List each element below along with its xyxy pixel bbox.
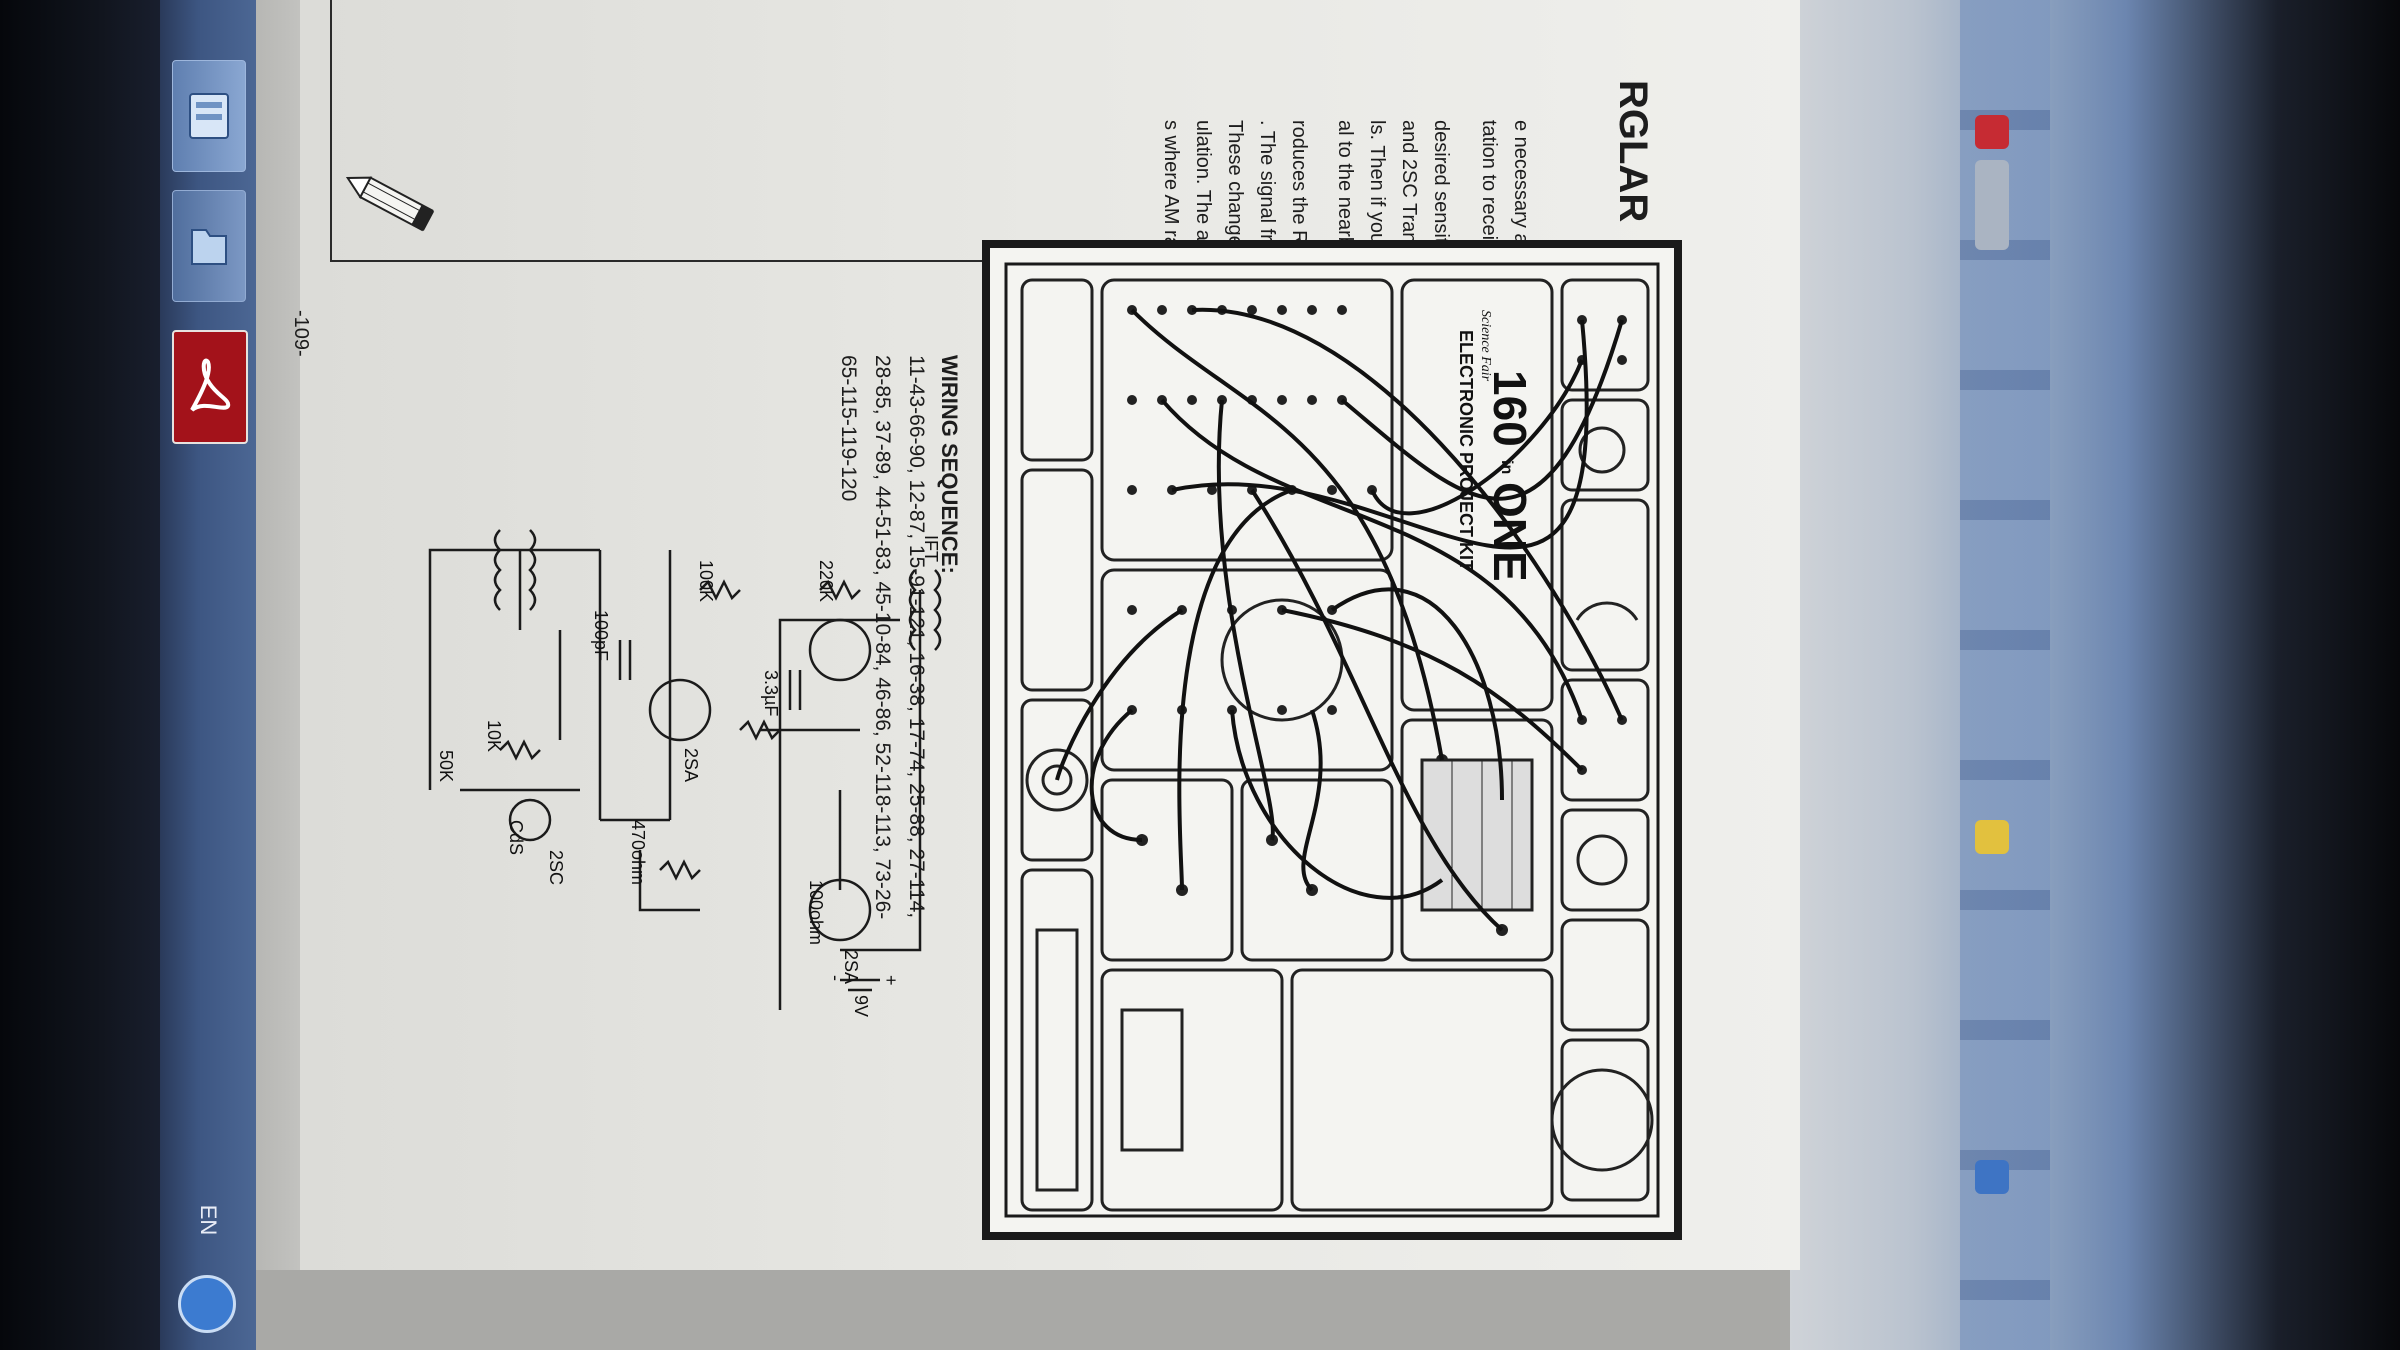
app-icon-blue[interactable]	[1975, 1160, 2009, 1194]
schematic-label: 9V	[851, 995, 871, 1017]
schematic-label: 100K	[696, 560, 716, 602]
circuit-schematic: IFT 100K 220K 2SA 2SA 2SC 100pF 3.3µF 47…	[428, 529, 942, 1017]
schematic-label: 220K	[816, 560, 836, 602]
kit-title-number: 160	[1484, 370, 1536, 447]
schematic-label: 50K	[436, 750, 456, 782]
page-heading: RGLAR	[1611, 80, 1655, 223]
app-icon-grey[interactable]	[1975, 160, 2009, 250]
taskbar-folder-button[interactable]	[172, 190, 246, 302]
schematic-label: 100ohm	[806, 880, 826, 945]
file-explorer-icon	[189, 93, 229, 139]
schematic-label: IFT	[921, 535, 941, 562]
monitor-bezel	[0, 0, 170, 1350]
folder-icon	[191, 229, 227, 265]
schematic-label: +	[881, 975, 901, 986]
schematic-label: 100pF	[591, 610, 611, 661]
wiring-sequence-line: 65-115-119-120	[837, 355, 860, 502]
desktop-background	[1790, 0, 2400, 1350]
app-icon-yellow[interactable]	[1975, 820, 2009, 854]
schematic-label: 470ohm	[628, 820, 648, 885]
kit-board-diagram: Science Fair 160 in ONE ELECTRONIC PROJE…	[982, 240, 1682, 1240]
schematic-label: -	[826, 975, 846, 981]
kit-subtitle: ELECTRONIC PROJECT KIT	[1456, 330, 1476, 571]
schematic-label: 2SA	[681, 748, 701, 782]
kit-title-in: in	[1498, 460, 1515, 474]
schematic-label: CdS	[506, 820, 526, 855]
acrobat-reader-icon	[190, 358, 231, 412]
previous-figure-box	[330, 0, 1047, 262]
kit-brand: Science Fair	[1478, 310, 1493, 382]
network-icon[interactable]	[178, 1275, 236, 1333]
schematic-label: 2SA	[841, 950, 861, 984]
pencil-icon	[345, 176, 435, 232]
taskbar: EN	[160, 0, 257, 1350]
schematic-label: 2SC	[546, 850, 566, 885]
page-number: -109-	[290, 310, 312, 357]
taskbar-acrobat-button[interactable]	[172, 330, 248, 444]
taskbar-explorer-button[interactable]	[172, 60, 246, 172]
app-icon-red[interactable]	[1975, 115, 2009, 149]
language-indicator[interactable]: EN	[196, 1204, 221, 1236]
viewer-gutter	[256, 1270, 1790, 1350]
schematic-label: 3.3µF	[761, 670, 781, 716]
schematic-label: 10K	[484, 720, 504, 752]
